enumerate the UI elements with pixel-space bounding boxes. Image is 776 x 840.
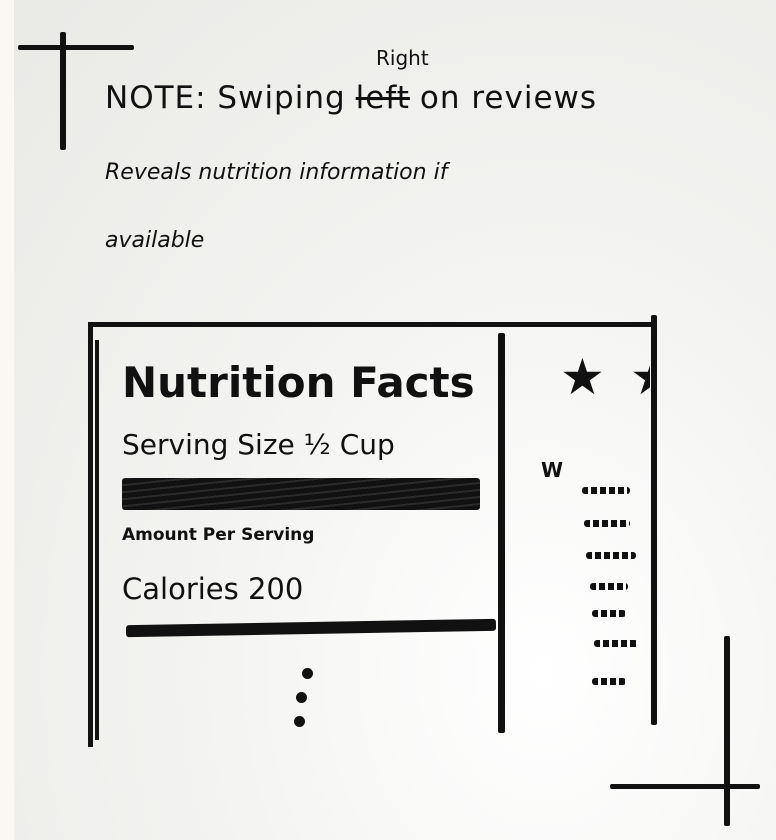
- review-text-line: [586, 552, 636, 559]
- calories: Calories 200: [122, 572, 304, 606]
- crop-mark-top-left-vertical: [60, 32, 66, 150]
- thick-divider-bar: [122, 478, 480, 510]
- inserted-word: Right: [376, 46, 429, 70]
- card-left-border: [95, 340, 99, 740]
- review-text-line: [582, 487, 630, 494]
- note-line-1-start: NOTE: Swiping: [105, 80, 346, 116]
- review-text-line: [594, 640, 638, 647]
- crop-mark-bottom-right-horizontal: [610, 784, 760, 789]
- amount-per-serving: Amount Per Serving: [122, 525, 315, 545]
- nutrition-facts-title: Nutrition Facts: [122, 358, 475, 407]
- note-line-3: available: [105, 228, 205, 253]
- note-line-2: Reveals nutrition information if: [105, 160, 448, 185]
- note-line-1-end: on reviews: [419, 80, 598, 116]
- card-divider: [498, 333, 505, 733]
- crop-mark-bottom-right-vertical: [724, 636, 730, 826]
- wireframe-screen: [88, 322, 654, 747]
- review-text-line: [592, 678, 626, 685]
- serving-size: Serving Size ½ Cup: [122, 428, 395, 461]
- more-content-dots: [290, 666, 314, 732]
- paper-edge: [0, 0, 14, 840]
- review-text-line: [592, 610, 626, 617]
- review-text-line: [584, 520, 630, 527]
- crop-mark-top-left-horizontal: [18, 45, 134, 50]
- star-icon-partial: ★: [630, 352, 650, 402]
- star-icon: ★: [560, 348, 605, 406]
- review-author-initial: W: [541, 458, 564, 482]
- struck-word: left: [355, 80, 410, 116]
- review-text-line: [590, 583, 628, 590]
- screen-right-border: [651, 315, 657, 725]
